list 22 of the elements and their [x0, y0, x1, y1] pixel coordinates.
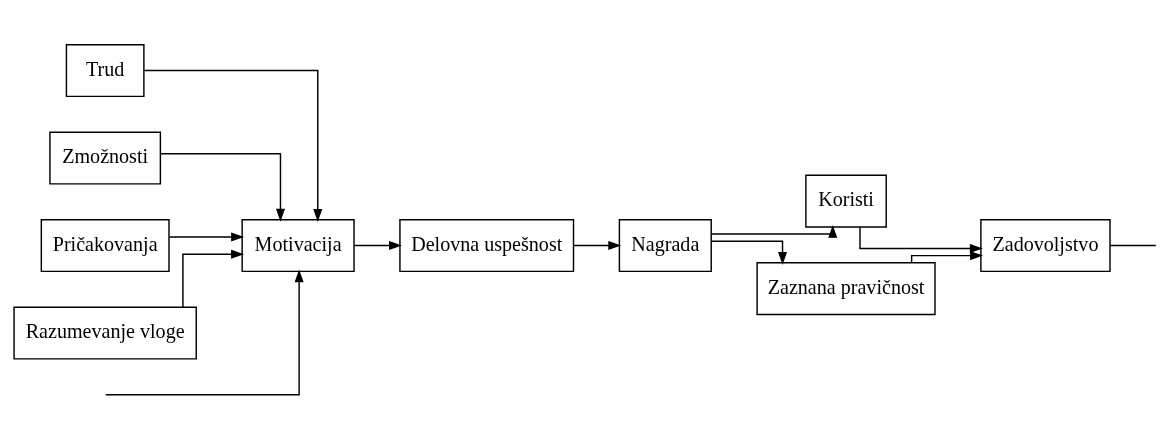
node-box: Zadovoljstvo — [980, 218, 1111, 272]
arrow — [168, 231, 245, 241]
node-box: Zmožnosti — [49, 131, 162, 185]
arrow — [182, 249, 245, 308]
arrow — [105, 268, 304, 395]
node-box: Razumevanje vloge — [13, 306, 197, 360]
node-box: Motivacija — [241, 218, 355, 272]
arrow — [573, 240, 622, 250]
node-box: Koristi — [805, 174, 887, 228]
node-box: Pričakovanja — [40, 218, 170, 272]
node-box: Delovna uspešnost — [399, 218, 575, 272]
arrow — [159, 152, 285, 222]
arrow — [143, 69, 323, 222]
node-box: Trud — [65, 43, 145, 97]
node-box: Zaznana pravičnost — [756, 261, 936, 315]
arrow — [910, 250, 984, 263]
arrow — [710, 240, 788, 265]
arrow — [710, 224, 838, 238]
connector — [1109, 244, 1157, 246]
node-box: Nagrada — [618, 218, 712, 272]
arrow — [859, 225, 983, 253]
arrow — [353, 240, 402, 250]
